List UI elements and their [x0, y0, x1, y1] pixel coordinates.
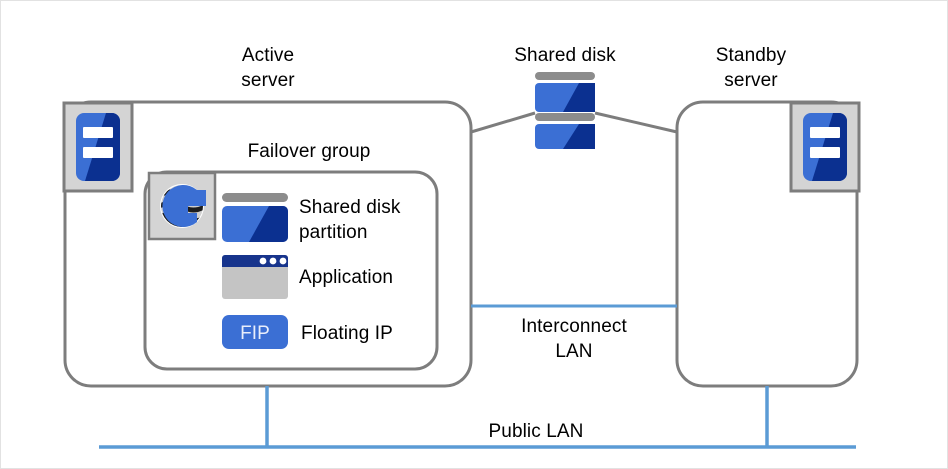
- shared-disk-label: Shared disk: [514, 45, 616, 66]
- interconnect-lan-label: Interconnect LAN: [521, 316, 627, 362]
- shared-disk-partition-icon: [222, 193, 288, 242]
- failover-group-box: [143, 170, 439, 371]
- active-server-icon: [62, 101, 134, 193]
- active-server-label: Active server: [241, 45, 295, 91]
- public-lan-label: Public LAN: [488, 421, 584, 442]
- shared-disk-stack-icon: [535, 72, 595, 149]
- standby-server-label: Standby server: [715, 45, 787, 91]
- link-shared-disk-to-standby: [594, 111, 678, 134]
- standby-server-icon: [789, 101, 861, 193]
- item-label-application: Application: [299, 267, 394, 288]
- item-label-floating-ip: Floating IP: [301, 323, 393, 344]
- clusterpro-logo-icon: [147, 171, 217, 241]
- fip-badge-label: FIP: [240, 323, 270, 344]
- item-label-shared-disk-partition: Shared disk partition: [299, 197, 401, 243]
- fip-badge-icon: [222, 315, 288, 349]
- link-active-to-shared-disk: [470, 111, 536, 134]
- application-window-icon: [222, 255, 288, 299]
- failover-group-label: Failover group: [247, 141, 371, 162]
